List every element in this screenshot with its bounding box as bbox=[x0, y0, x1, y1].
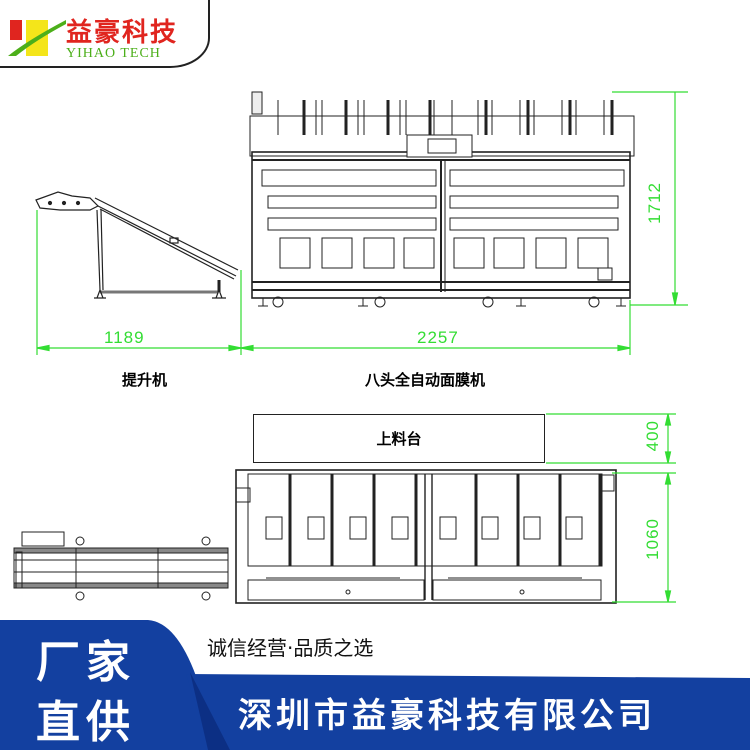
caption-lifter: 提升机 bbox=[122, 371, 168, 389]
technical-drawing bbox=[13, 91, 688, 604]
logo-name-en: YIHAO TECH bbox=[66, 46, 161, 61]
dim-machine-height: 1712 bbox=[645, 182, 664, 224]
dim-lifter-length: 1189 bbox=[104, 328, 145, 347]
dim-machine-depth: 1060 bbox=[643, 518, 662, 560]
dimension-lines-top bbox=[546, 413, 676, 603]
dimension-lines-side bbox=[36, 91, 688, 355]
logo-mark-icon bbox=[8, 20, 66, 56]
company-name: 深圳市益豪科技有限公司 bbox=[238, 696, 656, 736]
logo-name-cn: 益豪科技 bbox=[66, 18, 179, 48]
logo-frame bbox=[0, 0, 210, 68]
badge-line1: 厂家 bbox=[36, 637, 136, 688]
slogan-text: 诚信经营·品质之选 bbox=[207, 636, 374, 660]
caption-machine: 八头全自动面膜机 bbox=[365, 371, 486, 389]
machine-side-heads bbox=[258, 100, 626, 308]
footer-banner bbox=[0, 612, 750, 750]
dim-machine-length: 2257 bbox=[417, 328, 459, 347]
machine-side-view bbox=[249, 91, 635, 299]
badge-line2: 直供 bbox=[36, 697, 136, 748]
loading-table-label: 上料台 bbox=[253, 414, 545, 463]
lifter-side-view bbox=[35, 191, 239, 299]
dim-loading-table-depth: 400 bbox=[643, 420, 662, 452]
machine-top-view bbox=[235, 469, 617, 604]
conveyor-top-view bbox=[13, 531, 229, 601]
company-logo: 益豪科技 YIHAO TECH bbox=[0, 0, 215, 72]
